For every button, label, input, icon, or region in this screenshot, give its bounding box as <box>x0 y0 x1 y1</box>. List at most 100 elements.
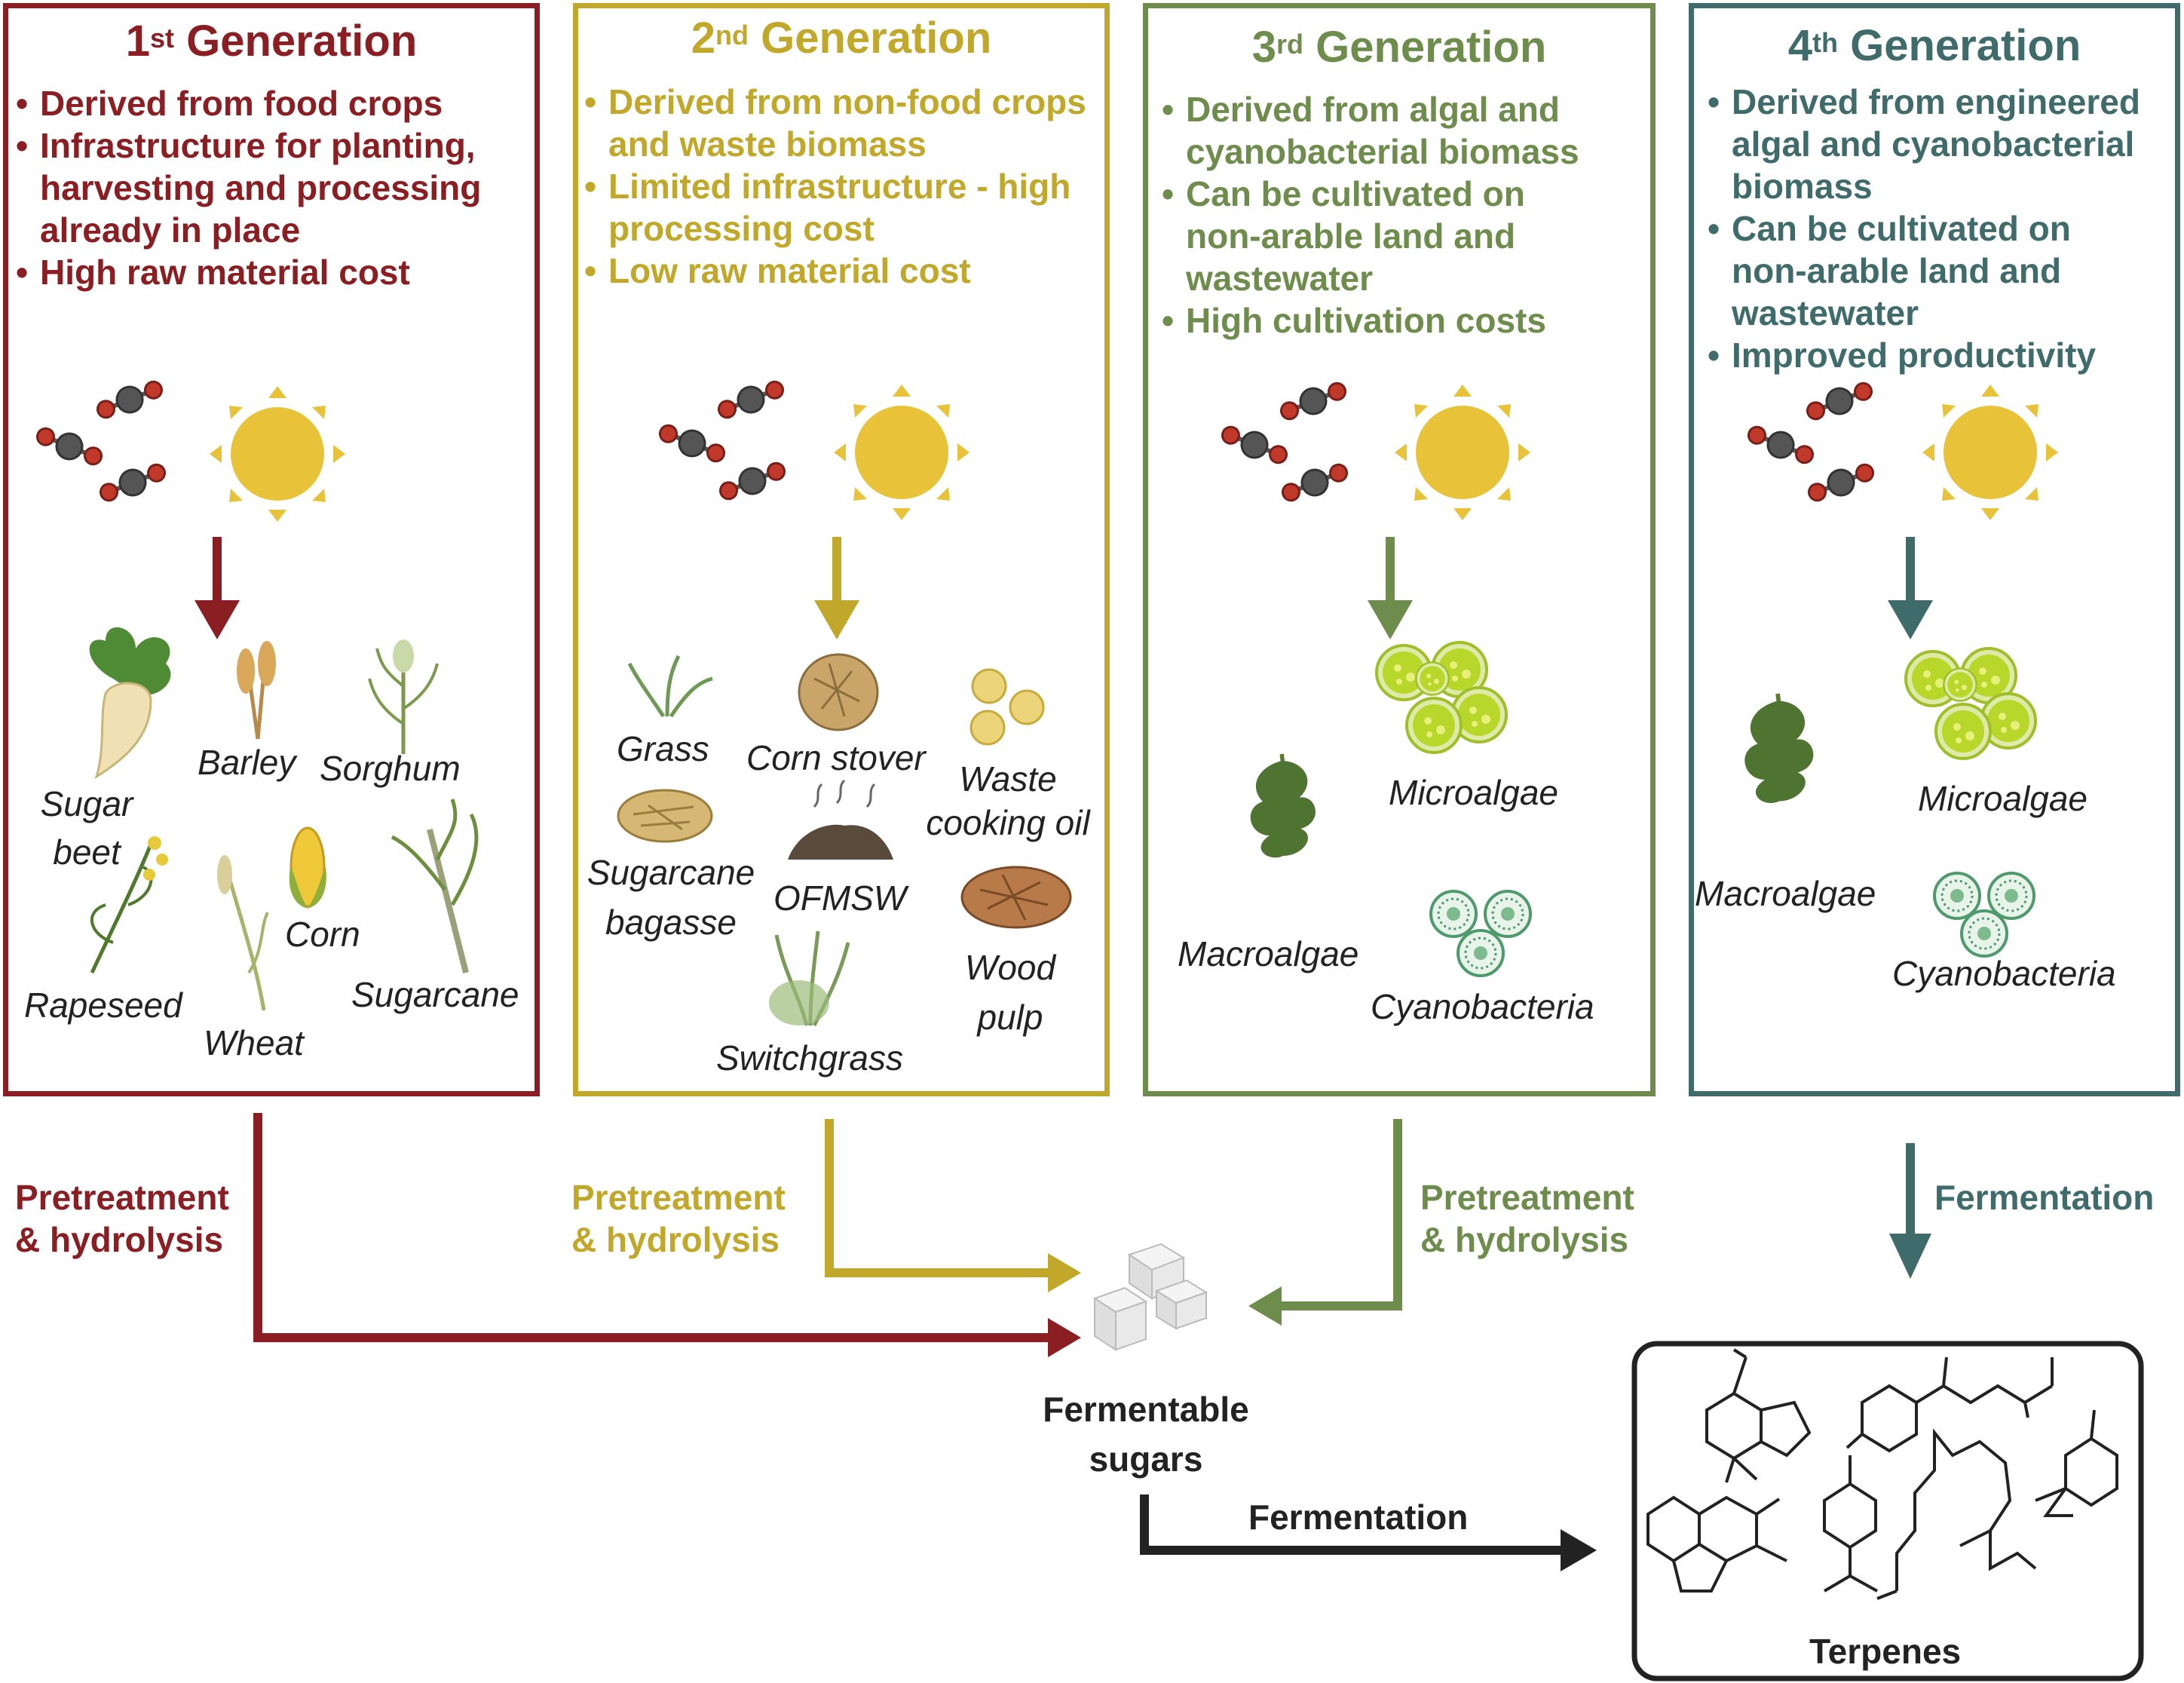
gen2-bullet: Limited infrastructure - high processing… <box>581 165 1091 250</box>
label-gen4-cyanobacteria: Cyanobacteria <box>1892 954 2116 993</box>
gen2-title: 2nd Generation <box>578 10 1104 67</box>
gen2-sun-icon <box>834 385 969 520</box>
gen4-bullet: Can be cultivated on non-arable land and… <box>1705 207 2109 334</box>
sorghum-icon <box>368 639 439 754</box>
gen3-word: Generation <box>1316 23 1547 72</box>
label-rapeseed: Rapeseed <box>24 986 182 1025</box>
gen1-down-arrow <box>195 537 240 639</box>
gen1-ordinal: 1 <box>125 17 150 66</box>
sugar-cube-icon <box>1092 1243 1208 1351</box>
gen3-bullet: Derived from algal and cyanobacterial bi… <box>1159 88 1638 173</box>
gen3-co2-icon <box>1218 376 1351 507</box>
gen2-bullets: Derived from non-food crops and waste bi… <box>581 81 1101 292</box>
gen3-cyanobacteria-icon <box>1429 890 1532 977</box>
gen4-box: 4th Generation Derived from engineered a… <box>1689 3 2180 1096</box>
gen4-bullet: Derived from engineered algal and cyanob… <box>1705 81 2184 207</box>
ofmsw-icon <box>788 779 893 860</box>
gen3-flow-label: Pretreatment & hydrolysis <box>1420 1178 1634 1259</box>
sugarcane-icon <box>391 799 479 973</box>
fermentation-arrow <box>1140 1494 1597 1571</box>
gen4-flow-arrow <box>1889 1143 1931 1279</box>
gen2-ordinal: 2 <box>691 14 715 63</box>
gen3-title: 3rd Generation <box>1148 19 1650 76</box>
terpenes-label: Terpenes <box>1809 1632 1962 1671</box>
gen1-bullet: High raw material cost <box>13 251 533 293</box>
gen2-bullet: Derived from non-food crops and waste bi… <box>581 81 1098 165</box>
gen2-flow-label: Pretreatment & hydrolysis <box>571 1178 786 1259</box>
label-gen3-cyanobacteria: Cyanobacteria <box>1371 987 1594 1026</box>
sugarcane-bagasse-icon <box>617 789 713 843</box>
corn-stover-icon <box>798 653 879 731</box>
label-waste-cooking-oil: Waste cooking oil <box>926 759 1090 842</box>
switchgrass-icon <box>769 930 850 1027</box>
label-grass: Grass <box>617 729 709 768</box>
label-sugar-beet: Sugar beet <box>40 784 133 872</box>
terpenes-box <box>1631 1341 2144 1681</box>
label-wheat: Wheat <box>204 1023 304 1062</box>
gen2-bullet: Low raw material cost <box>581 250 1101 292</box>
terpene-structure-icon <box>1646 1348 2118 1600</box>
gen2-word: Generation <box>761 14 992 63</box>
gen1-bullets: Derived from food crops Infrastructure f… <box>13 82 533 293</box>
gen4-cyanobacteria-icon <box>1933 872 2035 958</box>
waste-cooking-oil-icon <box>969 668 1045 746</box>
gen3-bullet: Can be cultivated on non-arable land and… <box>1159 173 1578 299</box>
gen3-flow-arrow <box>1248 1119 1402 1326</box>
gen1-suffix: st <box>149 23 174 54</box>
label-gen3-microalgae: Microalgae <box>1389 773 1558 812</box>
gen3-down-arrow <box>1368 537 1413 639</box>
gen1-sun-icon <box>210 386 345 522</box>
gen1-word: Generation <box>186 17 418 66</box>
label-barley: Barley <box>198 743 296 782</box>
gen4-bullets: Derived from engineered algal and cyanob… <box>1705 81 2172 376</box>
wheat-icon <box>217 855 269 1011</box>
fermentable-sugars-label: Fermentable sugars <box>1043 1390 1249 1479</box>
gen4-down-arrow <box>1888 537 1933 639</box>
gen3-suffix: rd <box>1276 29 1303 60</box>
gen3-sun-icon <box>1395 385 1530 520</box>
gen1-bullet: Derived from food crops <box>13 82 533 124</box>
gen4-microalgae-icon <box>1904 647 2037 760</box>
label-gen3-macroalgae: Macroalgae <box>1178 934 1359 973</box>
gen3-microalgae-icon <box>1375 641 1508 754</box>
gen1-flow-label: Pretreatment & hydrolysis <box>15 1178 229 1259</box>
barley-icon <box>237 641 276 740</box>
gen3-bullet: High cultivation costs <box>1159 299 1641 342</box>
gen2-co2-icon <box>656 375 789 505</box>
gen4-co2-icon <box>1744 376 1877 507</box>
rapeseed-icon <box>90 836 168 974</box>
sugar-beet-icon <box>89 627 171 780</box>
gen4-title: 4th Generation <box>1694 17 2175 75</box>
label-gen4-macroalgae: Macroalgae <box>1695 874 1876 913</box>
gen1-co2-icon <box>33 375 169 507</box>
gen4-flow-label: Fermentation <box>1934 1178 2155 1217</box>
gen1-flow-arrow <box>253 1113 1081 1357</box>
fermentation-label: Fermentation <box>1248 1498 1469 1537</box>
gen2-suffix: nd <box>715 20 749 51</box>
gen4-macroalgae-icon <box>1744 694 1813 803</box>
corn-icon <box>289 826 326 909</box>
gen4-ordinal: 4 <box>1787 21 1812 70</box>
label-gen4-microalgae: Microalgae <box>1918 779 2088 818</box>
wood-pulp-icon <box>960 866 1072 929</box>
label-corn: Corn <box>285 915 360 954</box>
label-sorghum: Sorghum <box>320 749 461 788</box>
gen1-title: 1st Generation <box>8 13 535 70</box>
label-ofmsw: OFMSW <box>773 878 907 918</box>
gen1-bullet: Infrastructure for planting, harvesting … <box>13 124 515 251</box>
grass-icon <box>627 654 713 718</box>
gen4-bullet: Improved productivity <box>1705 334 2172 376</box>
gen3-box: 3rd Generation Derived from algal and cy… <box>1143 3 1656 1096</box>
label-switchgrass: Switchgrass <box>716 1038 903 1078</box>
label-sugarcane: Sugarcane <box>351 975 519 1014</box>
gen4-sun-icon <box>1922 385 2058 520</box>
label-wood-pulp: Wood pulp <box>964 948 1056 1037</box>
label-sugarcane-bagasse: Sugarcane bagasse <box>587 853 755 942</box>
gen2-flow-arrow <box>825 1119 1081 1292</box>
gen2-down-arrow <box>814 537 859 639</box>
gen3-ordinal: 3 <box>1251 23 1276 72</box>
gen3-macroalgae-icon <box>1251 754 1316 857</box>
gen4-suffix: th <box>1812 27 1838 58</box>
